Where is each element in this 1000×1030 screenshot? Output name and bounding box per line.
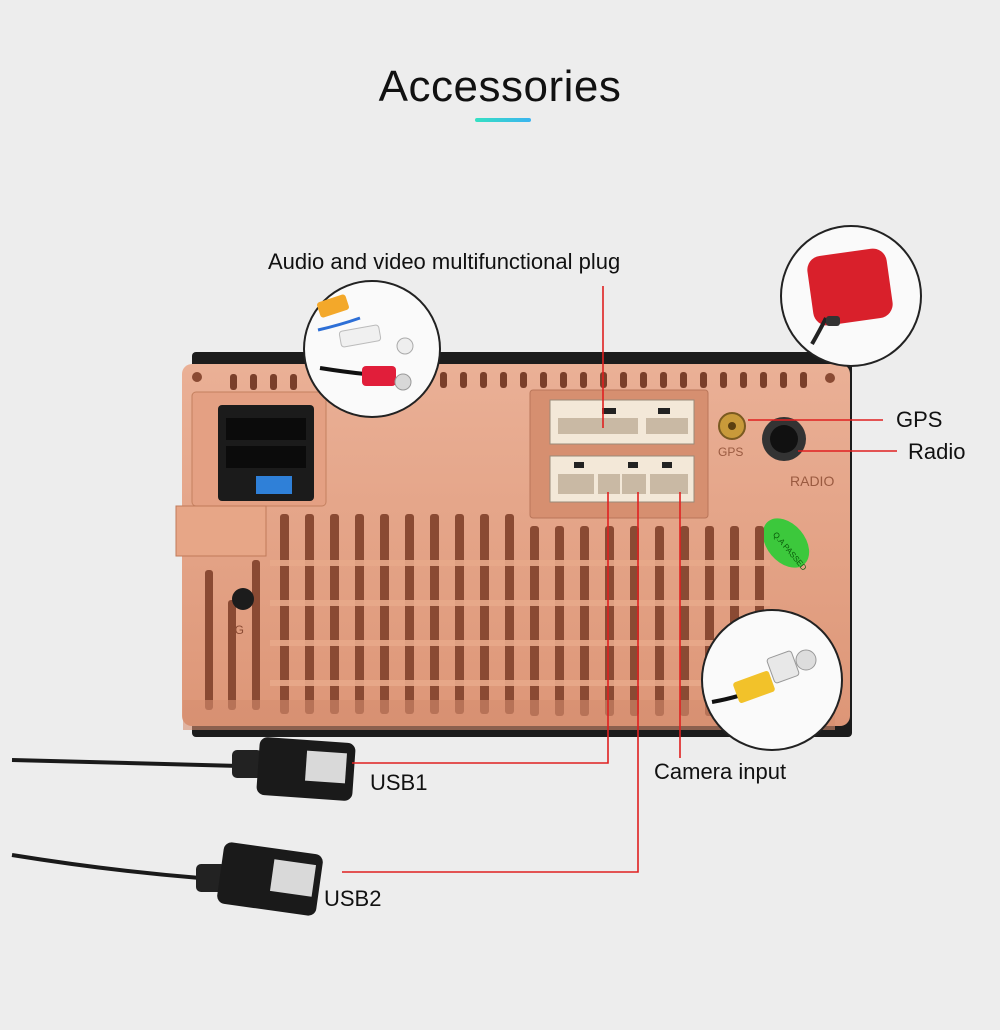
usb2-cable [11,842,323,916]
title-underline [475,118,531,122]
gps-port-marking: GPS [718,445,743,459]
av-plug-label: Audio and video multifunctional plug [268,249,621,274]
callout-lines [342,286,897,873]
camera-input-label: Camera input [654,759,787,784]
gps-label: GPS [896,407,943,432]
radio-port-marking: RADIO [790,473,834,489]
fuse [256,476,292,494]
qa-badge [762,518,810,568]
rca-cable-inset [303,280,441,418]
gps-antenna-inset [780,225,922,367]
radio-label: Radio [908,439,966,464]
usb2-label: USB2 [324,886,382,911]
usb1-label: USB1 [370,770,428,795]
camera-cable-inset [701,609,843,751]
side-marking: 4G [228,623,244,637]
page-title: Accessories [378,62,622,111]
usb1-cable [11,737,356,801]
top-vents [230,372,807,390]
